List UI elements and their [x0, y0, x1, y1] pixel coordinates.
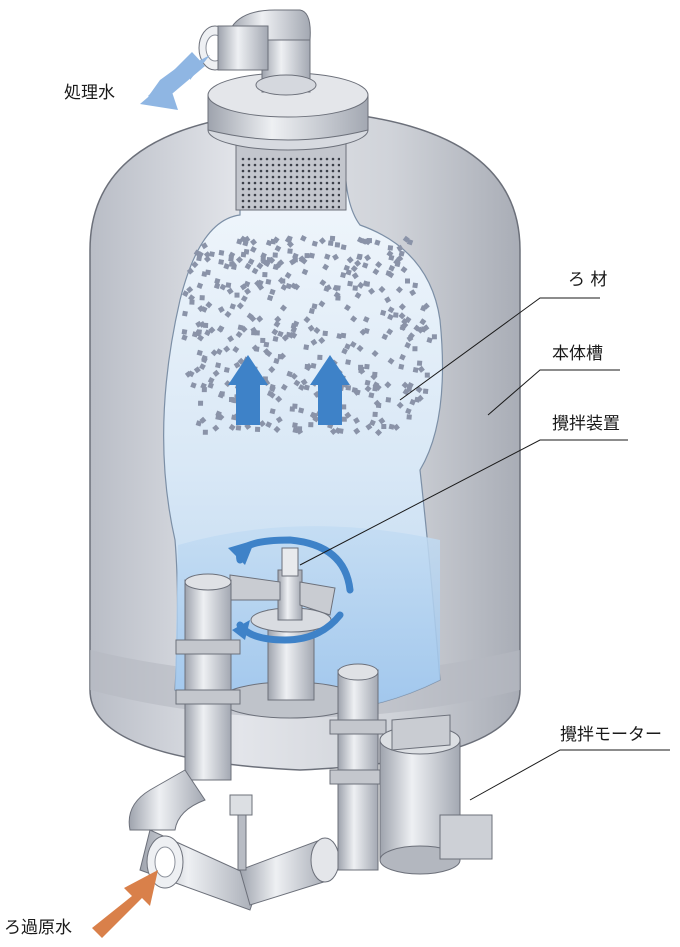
media-particle	[388, 245, 394, 251]
media-particle	[198, 401, 203, 406]
media-particle	[413, 367, 419, 373]
media-particle	[406, 386, 411, 391]
media-particle	[303, 344, 309, 350]
media-particle	[400, 325, 405, 330]
media-particle	[260, 338, 265, 343]
media-particle	[219, 250, 225, 256]
media-particle	[262, 272, 267, 277]
media-particle	[341, 244, 347, 250]
media-particle	[255, 427, 260, 432]
media-particle	[255, 330, 260, 335]
media-particle	[182, 329, 188, 335]
media-particle	[372, 386, 378, 392]
media-particle	[347, 281, 353, 287]
media-particle	[273, 336, 279, 342]
media-particle	[236, 425, 242, 431]
media-particle	[196, 255, 202, 261]
strainer-screen	[240, 155, 340, 210]
media-particle	[235, 293, 240, 298]
media-particle	[290, 406, 295, 411]
media-particle	[330, 236, 335, 241]
media-particle	[412, 283, 418, 289]
media-particle	[393, 312, 398, 317]
media-particle	[244, 249, 250, 255]
media-particle	[423, 389, 428, 394]
arrow-outlet-icon	[140, 52, 210, 110]
label-agitator: 攪拌装置	[552, 416, 620, 433]
label-treated-water: 処理水	[64, 85, 115, 102]
media-particle	[352, 285, 357, 290]
media-particle	[270, 239, 276, 245]
media-particle	[405, 279, 410, 284]
media-particle	[265, 279, 271, 285]
media-particle	[228, 256, 234, 262]
media-particle	[293, 257, 298, 262]
media-particle	[292, 422, 298, 428]
media-particle	[202, 387, 207, 392]
arrow-inlet-icon	[92, 870, 158, 938]
media-particle	[218, 259, 224, 265]
label-filter-media: ろ 材	[568, 272, 607, 289]
media-particle	[372, 412, 377, 417]
media-particle	[308, 422, 313, 427]
media-particle	[287, 248, 292, 253]
media-particle	[201, 271, 207, 277]
media-particle	[317, 355, 322, 360]
label-raw-water: ろ過原水	[4, 920, 72, 937]
media-particle	[381, 424, 386, 429]
media-particle	[203, 430, 208, 435]
media-particle	[297, 426, 302, 431]
media-particle	[305, 253, 310, 258]
media-particle	[412, 346, 417, 351]
media-particle	[189, 300, 194, 305]
media-particle	[335, 285, 341, 291]
media-particle	[425, 373, 430, 378]
media-particle	[278, 354, 283, 359]
media-particle	[311, 363, 317, 369]
media-particle	[200, 295, 205, 300]
media-particle	[224, 367, 230, 373]
media-particle	[182, 311, 188, 317]
media-particle	[196, 329, 202, 335]
media-particle	[328, 240, 334, 246]
media-particle	[335, 242, 340, 247]
label-tank-body: 本体槽	[552, 346, 603, 363]
media-particle	[226, 282, 232, 288]
media-particle	[406, 414, 411, 419]
label-agitator-motor: 攪拌モーター	[560, 727, 662, 744]
media-particle	[280, 279, 285, 284]
media-particle	[231, 264, 237, 270]
media-particle	[386, 397, 392, 403]
media-particle	[342, 417, 347, 422]
media-particle	[261, 257, 266, 262]
media-particle	[417, 361, 422, 366]
media-particle	[364, 364, 369, 369]
media-particle	[345, 359, 351, 365]
media-particle	[273, 252, 278, 257]
media-particle	[346, 385, 351, 390]
media-particle	[322, 331, 327, 336]
media-particle	[376, 403, 381, 408]
media-particle	[254, 346, 260, 352]
